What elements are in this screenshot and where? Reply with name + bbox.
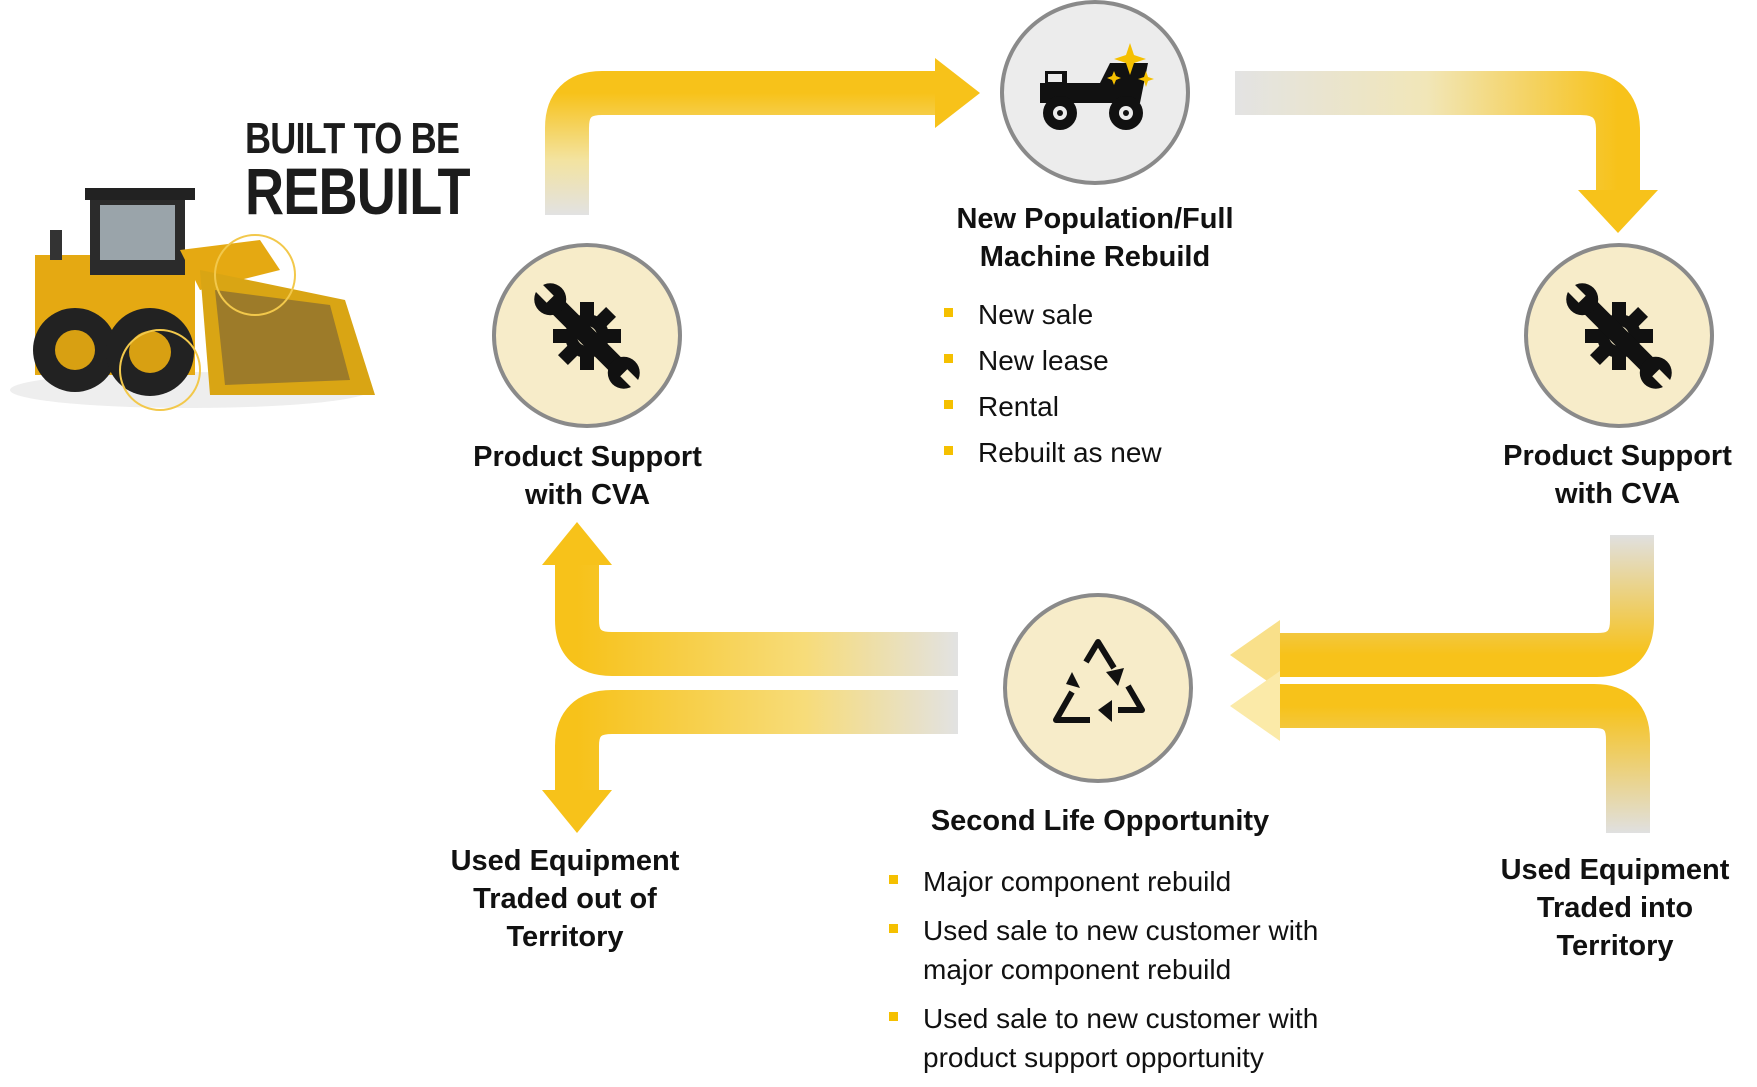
wrench-gear-icon bbox=[533, 282, 641, 389]
arrowhead-to-right bbox=[1578, 190, 1658, 233]
left-node-title: Product Support with CVA bbox=[420, 438, 755, 514]
traded-in-line-2: Traded into bbox=[1536, 892, 1694, 924]
traded-in-label: Used Equipment Traded into Territory bbox=[1475, 851, 1755, 965]
top-node-bullets: New sale New lease Rental Rebuilt as new bbox=[940, 295, 1162, 479]
top-node-title-line-1: New Population/Full bbox=[956, 203, 1234, 235]
top-node-title-line-2: Machine Rebuild bbox=[979, 241, 1211, 273]
bottom-node-bullets: Major component rebuild Used sale to new… bbox=[885, 862, 1318, 1087]
left-node-title-line-2: with CVA bbox=[524, 479, 651, 511]
list-item-line-1: Used sale to new customer with bbox=[923, 915, 1319, 946]
traded-out-label: Used Equipment Traded out of Territory bbox=[420, 842, 710, 956]
arrow-bottom-to-left bbox=[555, 565, 958, 676]
traded-in-line-1: Used Equipment bbox=[1500, 854, 1730, 886]
right-node-title-line-2: with CVA bbox=[1554, 478, 1681, 510]
brand-line-1: BUILT TO BE bbox=[245, 114, 460, 163]
list-item: Rental bbox=[940, 387, 1162, 427]
list-item: Used sale to new customer with major com… bbox=[885, 911, 1318, 989]
bottom-node-circle bbox=[1003, 593, 1193, 783]
right-node-title: Product Support with CVA bbox=[1478, 437, 1757, 513]
list-item: Major component rebuild bbox=[885, 862, 1318, 901]
top-node-title: New Population/Full Machine Rebuild bbox=[880, 200, 1310, 276]
list-item: Rebuilt as new bbox=[940, 433, 1162, 473]
arrow-top-to-right bbox=[1235, 71, 1640, 190]
traded-in-line-3: Territory bbox=[1556, 930, 1674, 962]
right-node-title-line-1: Product Support bbox=[1503, 440, 1732, 472]
arrowhead-bottom-to-left bbox=[542, 522, 612, 565]
recycle-icon bbox=[1053, 639, 1145, 723]
right-node-circle bbox=[1524, 243, 1714, 428]
list-item: Used sale to new customer with product s… bbox=[885, 999, 1318, 1077]
list-item-line-2: product support opportunity bbox=[923, 1042, 1264, 1073]
arrow-left-to-top bbox=[545, 71, 935, 215]
arrow-bottom-to-out bbox=[555, 690, 958, 790]
top-node-circle bbox=[1000, 0, 1190, 185]
traded-out-line-3: Territory bbox=[506, 921, 624, 953]
bottom-node-title: Second Life Opportunity bbox=[930, 805, 1270, 837]
arrowhead-bottom-to-out bbox=[542, 790, 612, 833]
list-item: New sale bbox=[940, 295, 1162, 335]
list-item-line-1: Used sale to new customer with bbox=[923, 1003, 1319, 1034]
traded-out-line-2: Traded out of bbox=[473, 883, 657, 915]
arrowhead-right-to-bottom bbox=[1230, 620, 1280, 690]
brand-line-2: REBUILT bbox=[245, 153, 471, 228]
rebuilt-haul-truck-icon bbox=[1040, 42, 1154, 130]
list-item: New lease bbox=[940, 341, 1162, 381]
wheel-loader-illustration bbox=[10, 188, 375, 411]
brand-title: BUILT TO BE REBUILT bbox=[245, 114, 471, 228]
left-node-circle bbox=[492, 243, 682, 428]
traded-out-line-1: Used Equipment bbox=[450, 845, 680, 877]
arrowhead-to-top bbox=[935, 58, 980, 128]
arrowhead-in-to-bottom bbox=[1230, 671, 1280, 741]
arrow-right-to-bottom bbox=[1280, 535, 1654, 677]
left-node-title-line-1: Product Support bbox=[473, 441, 702, 473]
wrench-gear-icon bbox=[1565, 282, 1673, 389]
list-item-line-1: Major component rebuild bbox=[923, 866, 1232, 897]
arrow-in-to-bottom bbox=[1280, 684, 1650, 833]
list-item-line-2: major component rebuild bbox=[923, 954, 1232, 985]
